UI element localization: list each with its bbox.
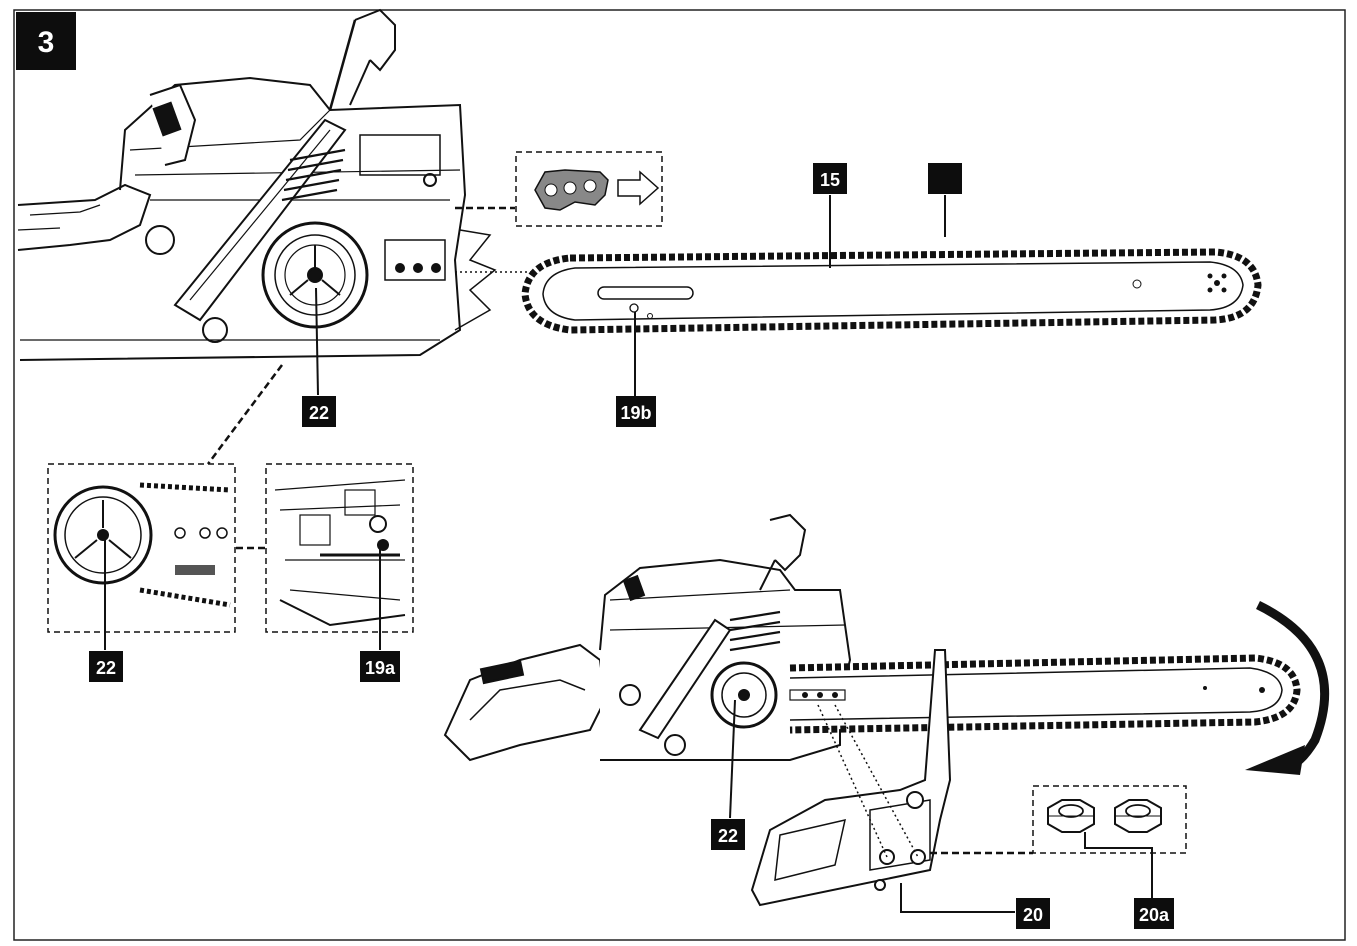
leader-lines [104, 195, 1153, 913]
rotation-arrow-icon [1245, 600, 1330, 775]
guide-bar-with-chain [521, 248, 1262, 334]
callout-19b: 19b [616, 396, 656, 427]
chainsaw-body-top [17, 8, 497, 361]
nuts-detail-box [1032, 785, 1187, 854]
figure-frame [13, 9, 1346, 941]
sprocket-detail-box [47, 463, 236, 633]
callout-20a: 20a [1134, 898, 1174, 929]
guide-bar-bottom [789, 654, 1301, 734]
callout-19a-text: 19a [365, 658, 396, 678]
figure-number-badge: 3 [16, 12, 76, 70]
callout-22-detail-text: 22 [96, 658, 116, 678]
callout-15: 15 [813, 163, 847, 194]
callout-19a: 19a [360, 651, 400, 682]
callout-19b-text: 19b [620, 403, 651, 423]
callout-22-top: 22 [302, 396, 336, 427]
chainsaw-body-bottom [443, 513, 852, 762]
direction-arrow-icon [617, 170, 660, 206]
callout-15-text: 15 [820, 170, 840, 190]
callout-20: 20 [1016, 898, 1050, 929]
callout-20a-text: 20a [1139, 905, 1170, 925]
figure-number: 3 [38, 26, 55, 59]
detail-leader-line [206, 364, 284, 465]
callout-22-detail: 22 [89, 651, 123, 682]
callout-chain [928, 163, 962, 194]
callout-22-bottom-text: 22 [718, 826, 738, 846]
callout-20-text: 20 [1023, 905, 1043, 925]
callout-22-bottom: 22 [711, 819, 745, 850]
guide-line-b [834, 704, 919, 858]
nut-icon [1047, 799, 1095, 833]
chain-tooth-detail [455, 151, 663, 227]
nut-icon [1114, 799, 1162, 833]
callout-22-top-text: 22 [309, 403, 329, 423]
sprocket-cover [750, 649, 952, 907]
bolt-detail-box [265, 463, 414, 633]
